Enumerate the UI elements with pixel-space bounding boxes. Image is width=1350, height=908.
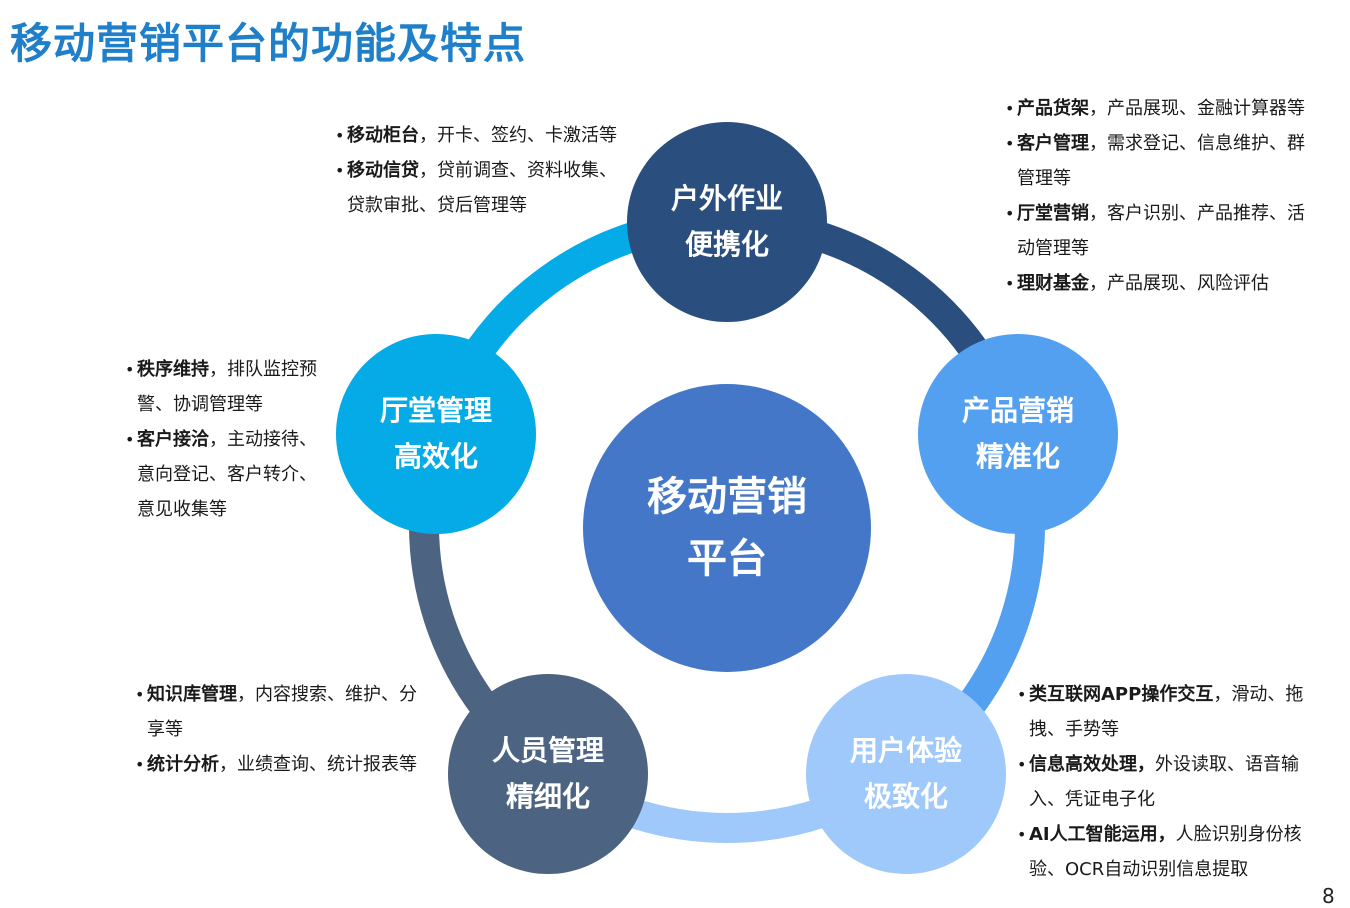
bullet-item: 理财基金，产品展现、风险评估 bbox=[1005, 266, 1340, 301]
bullet-text: ，排队监控预 bbox=[209, 359, 317, 380]
node-left-line2: 高效化 bbox=[393, 440, 478, 473]
node-user-experience: 用户体验 极致化 bbox=[806, 674, 1006, 874]
center-node: 移动营销 平台 bbox=[583, 384, 871, 672]
node-product-marketing: 产品营销 精准化 bbox=[918, 334, 1118, 534]
bullet-bold: AI人工智能运用， bbox=[1029, 824, 1176, 845]
bullet-bold: 移动信贷 bbox=[347, 160, 419, 181]
bullet-text: ，客户识别、产品推荐、活 bbox=[1089, 203, 1305, 224]
textbox-bottom-right: 类互联网APP操作交互，滑动、拖拽、手势等 信息高效处理，外设读取、语音输入、凭… bbox=[1017, 677, 1337, 887]
bullet-bold: 客户管理 bbox=[1017, 133, 1089, 154]
bullet-text-cont: 贷款审批、贷后管理等 bbox=[347, 195, 527, 216]
bullet-text: 外设读取、语音输 bbox=[1155, 754, 1299, 775]
node-right-line1: 产品营销 bbox=[961, 394, 1074, 427]
bullet-text-cont: 管理等 bbox=[1017, 168, 1071, 189]
bullet-text: ，主动接待、 bbox=[209, 429, 317, 450]
bullet-item: 类互联网APP操作交互，滑动、拖拽、手势等 bbox=[1017, 677, 1337, 747]
bullet-text-cont: 享等 bbox=[147, 719, 183, 740]
bullet-text: ，需求登记、信息维护、群 bbox=[1089, 133, 1305, 154]
bullet-text-cont: 动管理等 bbox=[1017, 238, 1089, 259]
bullet-bold: 厅堂营销 bbox=[1017, 203, 1089, 224]
bullet-bold: 信息高效处理， bbox=[1029, 754, 1155, 775]
textbox-bottom-left: 知识库管理，内容搜索、维护、分享等 统计分析，业绩查询、统计报表等 bbox=[135, 677, 450, 782]
center-node-line1: 移动营销 bbox=[647, 474, 807, 520]
node-bottom-right-line2: 极致化 bbox=[863, 780, 948, 813]
center-node-line2: 平台 bbox=[687, 536, 767, 582]
bullet-bold: 移动柜台 bbox=[347, 125, 419, 146]
bullet-text: ，开卡、签约、卡激活等 bbox=[419, 125, 617, 146]
node-top-line1: 户外作业 bbox=[670, 182, 783, 215]
bullet-item: 移动柜台，开卡、签约、卡激活等 bbox=[335, 118, 655, 153]
bullet-item: 统计分析，业绩查询、统计报表等 bbox=[135, 747, 450, 782]
bullet-text-cont: 警、协调管理等 bbox=[137, 394, 263, 415]
bullet-item: 移动信贷，贷前调查、资料收集、贷款审批、贷后管理等 bbox=[335, 153, 655, 223]
bullet-text: ，内容搜索、维护、分 bbox=[237, 684, 417, 705]
node-outdoor-portable: 户外作业 便携化 bbox=[627, 122, 827, 322]
node-hall-management: 厅堂管理 高效化 bbox=[336, 334, 536, 534]
node-bottom-left-line2: 精细化 bbox=[505, 780, 590, 813]
node-left-line1: 厅堂管理 bbox=[379, 394, 492, 427]
page-title: 移动营销平台的功能及特点 bbox=[10, 19, 527, 68]
bullet-text: ，产品展现、金融计算器等 bbox=[1089, 98, 1305, 119]
node-staff-management: 人员管理 精细化 bbox=[448, 674, 648, 874]
bullet-text-cont: 验、OCR自动识别信息提取 bbox=[1029, 859, 1249, 880]
bullet-text-cont: 意向登记、客户转介、 bbox=[137, 464, 317, 485]
bullet-bold: 理财基金 bbox=[1017, 273, 1089, 294]
bullet-text-cont: 拽、手势等 bbox=[1029, 719, 1119, 740]
node-top-line2: 便携化 bbox=[684, 228, 769, 261]
bullet-text: 人脸识别身份核 bbox=[1175, 824, 1302, 845]
bullet-item: 客户接洽，主动接待、意向登记、客户转介、意见收集等 bbox=[125, 422, 340, 527]
node-bottom-right-line1: 用户体验 bbox=[849, 734, 962, 767]
bullet-item: 知识库管理，内容搜索、维护、分享等 bbox=[135, 677, 450, 747]
textbox-top: 移动柜台，开卡、签约、卡激活等 移动信贷，贷前调查、资料收集、贷款审批、贷后管理… bbox=[335, 118, 655, 223]
bullet-bold: 知识库管理 bbox=[147, 684, 237, 705]
bullet-bold: 秩序维持 bbox=[137, 359, 209, 380]
bullet-text: ，产品展现、风险评估 bbox=[1089, 273, 1269, 294]
node-right-line2: 精准化 bbox=[975, 440, 1060, 473]
bullet-text: ，贷前调查、资料收集、 bbox=[419, 160, 617, 181]
bullet-bold: 产品货架 bbox=[1017, 98, 1089, 119]
page-number: 8 bbox=[1322, 884, 1335, 908]
bullet-text: ，业绩查询、统计报表等 bbox=[219, 754, 417, 775]
bullet-item: 产品货架，产品展现、金融计算器等 bbox=[1005, 91, 1340, 126]
bullet-text: ，滑动、拖 bbox=[1213, 684, 1304, 705]
bullet-bold: 客户接洽 bbox=[137, 429, 209, 450]
node-bottom-left-line1: 人员管理 bbox=[491, 734, 604, 767]
bullet-text-cont: 意见收集等 bbox=[137, 499, 227, 520]
bullet-bold: 类互联网APP操作交互 bbox=[1029, 684, 1214, 705]
bullet-bold: 统计分析 bbox=[147, 754, 219, 775]
bullet-text-cont: 入、凭证电子化 bbox=[1029, 789, 1155, 810]
